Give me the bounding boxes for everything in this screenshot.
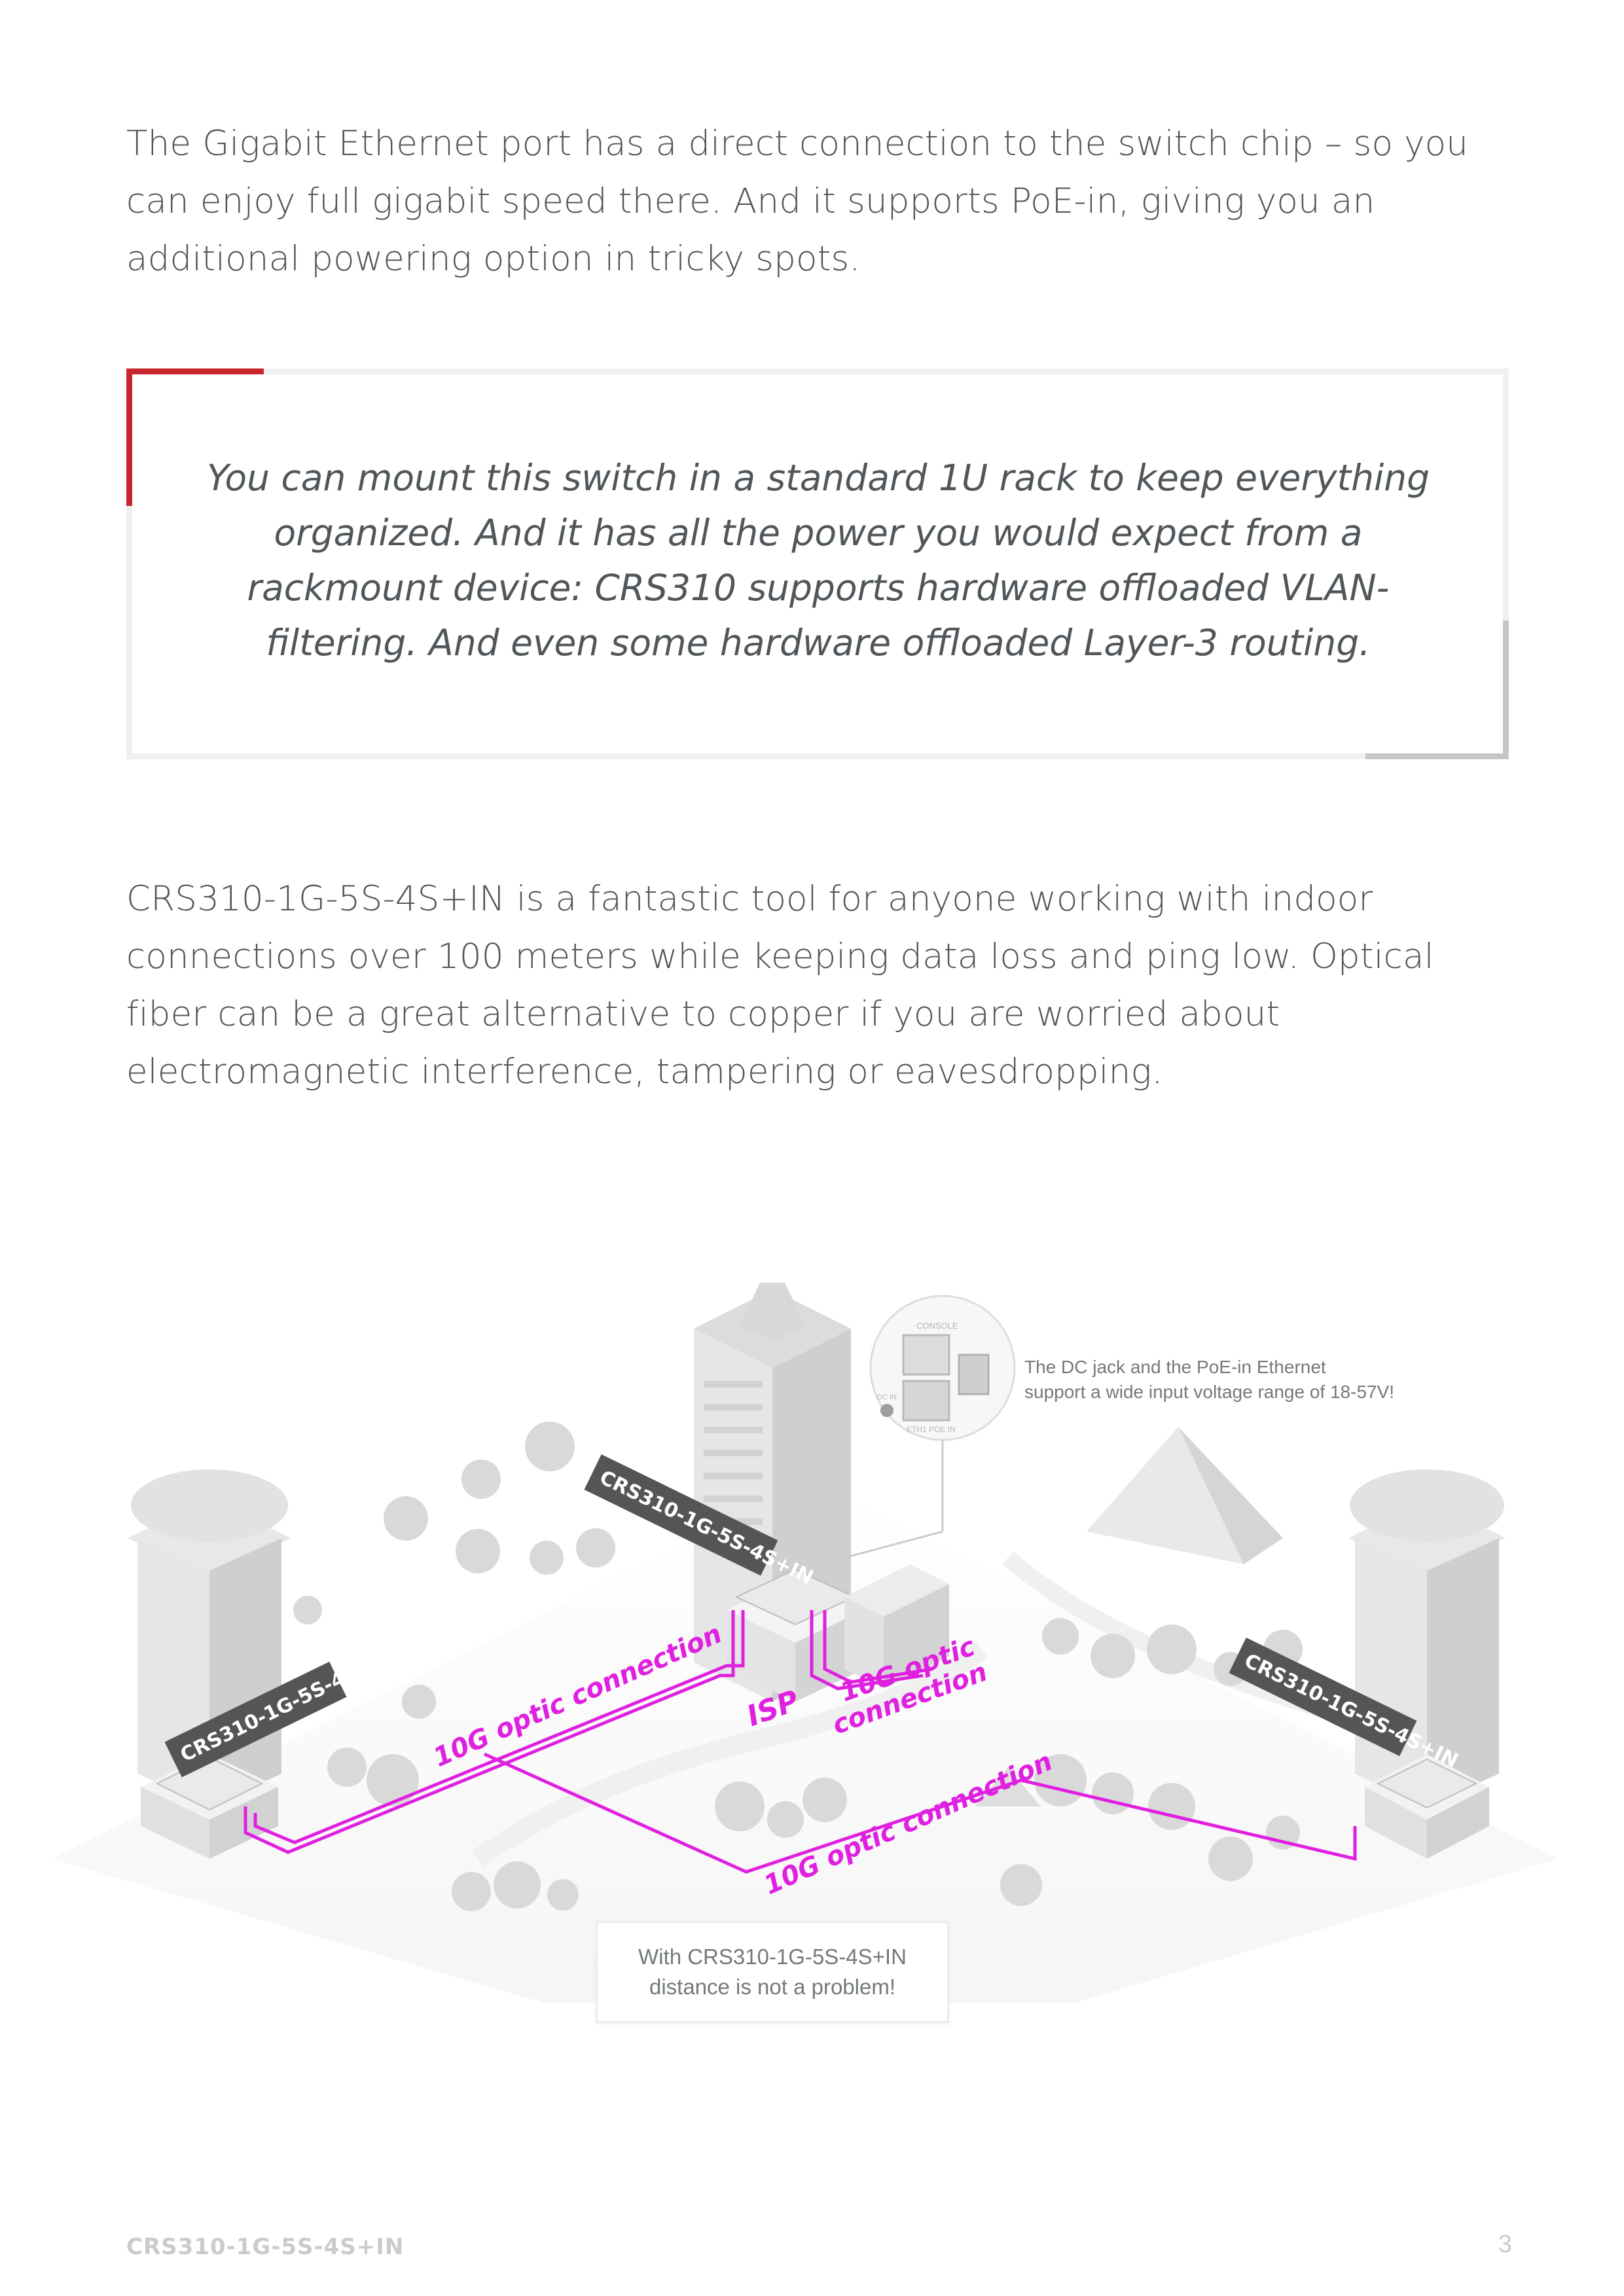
quote-text: You can mount this switch in a standard … [196, 450, 1440, 670]
quote-line: You can mount this switch in a standard … [206, 457, 1430, 499]
callout-line: With CRS310-1G-5S-4S+IN [638, 1945, 907, 1969]
fiber-link [483, 1752, 1357, 1874]
ground-plane [52, 1479, 1558, 2003]
left-building [128, 1469, 291, 1859]
trees [293, 1422, 1303, 1911]
callout-line: support a wide input voltage range of 18… [1024, 1382, 1395, 1402]
port-label: ETH1 POE IN [907, 1425, 956, 1434]
intro-paragraph: The Gigabit Ethernet port has a direct c… [126, 124, 1469, 279]
distance-callout: With CRS310-1G-5S-4S+IN distance is not … [596, 1921, 949, 2023]
network-illustration: CONSOLE ETH1 POE IN DC IN CRS310-1G-5S-4… [52, 1283, 1558, 2003]
path [472, 1641, 988, 1867]
quote-line: organized. And it has all the power you … [274, 512, 1363, 554]
quote-line: rackmount device: CRS310 supports hardwa… [247, 567, 1390, 609]
port-label: CONSOLE [916, 1321, 958, 1331]
fiber-link [810, 1610, 924, 1691]
quote-box [126, 368, 1509, 759]
quote-accent-top [126, 368, 264, 374]
quote-line: filtering. And even some hardware offloa… [266, 622, 1371, 664]
port-label: DC IN [877, 1393, 897, 1401]
quote-accent-bottom [1365, 753, 1509, 759]
callout-line: The DC jack and the PoE-in Ethernet [1024, 1357, 1326, 1377]
callout-line: distance is not a problem! [649, 1975, 896, 1999]
switch-device [1376, 1758, 1478, 1809]
dc-jack-callout: The DC jack and the PoE-in Ethernet supp… [1024, 1355, 1483, 1405]
footer-model: CRS310-1G-5S-4S+IN [126, 2234, 405, 2260]
fiber-link [823, 1610, 933, 1684]
fiber-link [253, 1610, 745, 1844]
fiber-paragraph: CRS310-1G-5S-4S+IN is a fantastic tool f… [126, 879, 1434, 1092]
pyramid [975, 1427, 1283, 1806]
right-building [1348, 1469, 1506, 1859]
page-number: 3 [1498, 2231, 1512, 2258]
port-zoom-callout: CONSOLE ETH1 POE IN DC IN [844, 1295, 1016, 1559]
side-building [844, 1564, 949, 1689]
quote-accent-right [1503, 620, 1509, 759]
quote-accent-left [126, 368, 132, 506]
fiber-links [244, 1610, 1357, 1874]
